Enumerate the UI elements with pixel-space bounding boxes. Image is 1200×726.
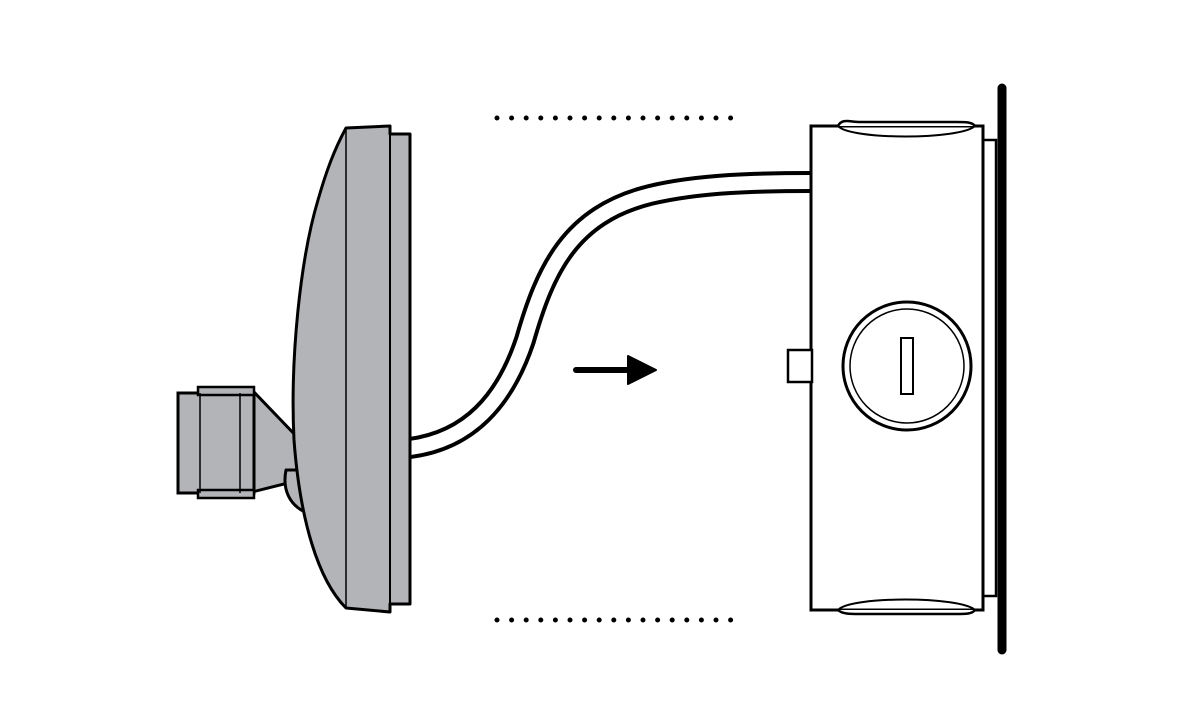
connector-plug-icon	[176, 385, 312, 514]
arrow-right-icon	[573, 355, 657, 385]
fixture-body-icon	[291, 124, 412, 614]
cable-icon	[408, 171, 813, 459]
alignment-guides	[494, 115, 736, 623]
screw-icon	[841, 300, 973, 432]
